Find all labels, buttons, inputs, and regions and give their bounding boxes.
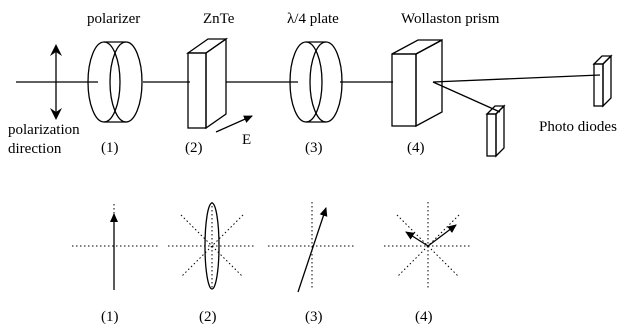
upper-index-1: (1) [101, 140, 119, 156]
lower-index-1: (1) [101, 309, 119, 324]
polarizer-element [87, 41, 143, 123]
label-wollaston: Wollaston prism [401, 11, 500, 27]
lower-index-4: (4) [415, 309, 433, 324]
photodiode-lower [485, 104, 506, 158]
upper-index-4: (4) [407, 140, 425, 156]
lower-index-3: (3) [305, 309, 323, 324]
label-quarter-plate: λ/4 plate [287, 11, 339, 27]
upper-index-3: (3) [305, 140, 323, 156]
wollaston-prism [391, 38, 443, 128]
photodiode-upper [592, 54, 613, 108]
beam-line-lower-out [432, 81, 501, 113]
upper-index-2: (2) [185, 140, 203, 156]
label-photodiodes: Photo diodes [539, 119, 617, 135]
beam-line-upper-out [432, 74, 601, 83]
znte-crystal [185, 37, 229, 130]
lower-index-2: (2) [199, 309, 217, 324]
label-direction: direction [8, 141, 62, 157]
label-znte: ZnTe [203, 11, 235, 27]
state-3-diagram [268, 202, 356, 293]
polarization-direction-arrow [50, 44, 62, 120]
label-polarizer: polarizer [87, 11, 140, 27]
state-4-diagram [384, 202, 470, 290]
state-2-diagram [168, 202, 256, 290]
efield-arrow [215, 115, 253, 133]
label-polarization: polarization [8, 122, 80, 138]
label-efield: E [242, 132, 251, 148]
state-1-diagram [72, 204, 158, 290]
quarter-wave-plate [289, 41, 343, 123]
